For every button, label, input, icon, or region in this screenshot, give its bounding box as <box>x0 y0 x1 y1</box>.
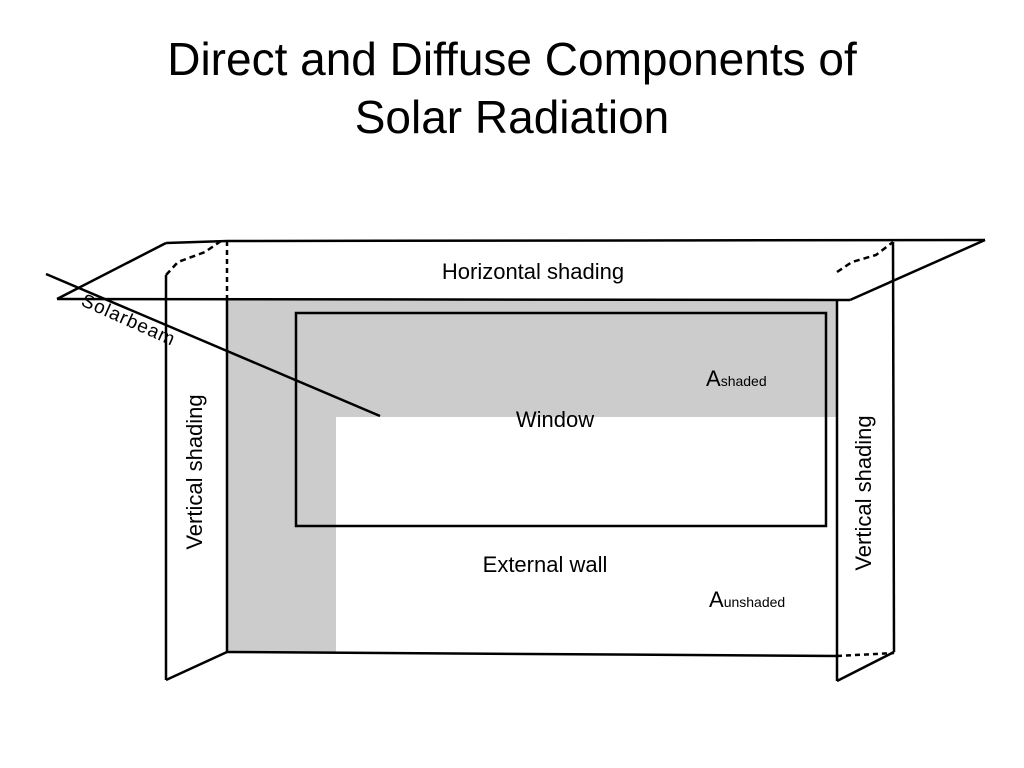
window-frame <box>294 311 828 528</box>
vertical-shading-left-label: Vertical shading <box>182 394 207 549</box>
title-line-1: Direct and Diffuse Components of <box>167 33 857 85</box>
right-vertical-shading <box>835 241 896 683</box>
a-shaded-main: A <box>706 366 721 391</box>
a-shaded-sub: shaded <box>721 373 767 389</box>
horizontal-shading-label: Horizontal shading <box>442 259 624 284</box>
horizontal-shading <box>56 238 986 302</box>
external-wall-outline <box>225 300 839 658</box>
vertical-shading-right-label: Vertical shading <box>851 415 876 570</box>
left-vertical-shading <box>164 239 229 682</box>
a-unshaded-label: Aunshaded <box>709 587 785 612</box>
slide-title: Direct and Diffuse Components of Solar R… <box>0 30 1024 146</box>
a-unshaded-main: A <box>709 587 724 612</box>
window-label: Window <box>516 407 594 432</box>
solar-beam-line <box>45 272 381 418</box>
a-unshaded-sub: unshaded <box>724 594 786 610</box>
title-line-2: Solar Radiation <box>354 91 670 143</box>
external-wall-label: External wall <box>483 552 608 577</box>
a-shaded-label: Ashaded <box>706 366 767 391</box>
shaded-area <box>227 300 837 652</box>
